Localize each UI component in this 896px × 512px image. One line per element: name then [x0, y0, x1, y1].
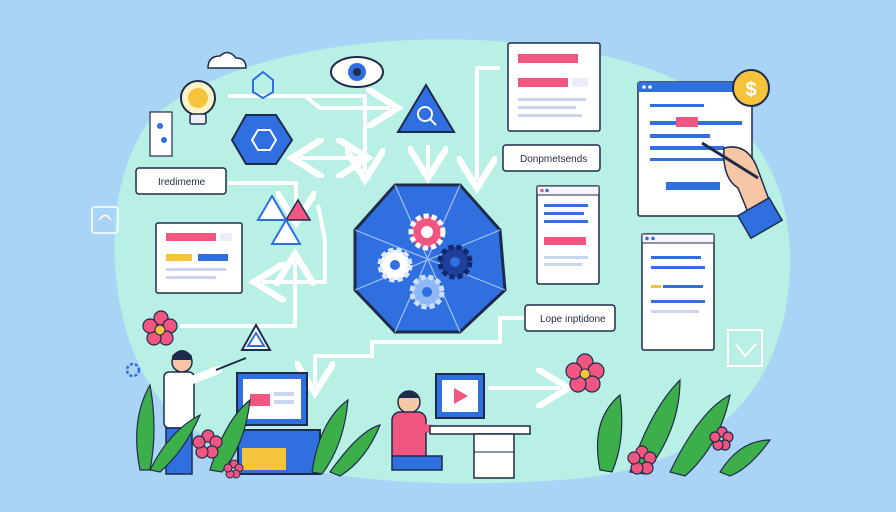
gear-icon	[380, 250, 410, 280]
label-card-top-right: Donpmetsends	[503, 145, 600, 171]
flowchart-mini-icon	[150, 112, 172, 156]
window-card-middle	[537, 186, 599, 284]
recycle-icon	[92, 207, 118, 233]
window-card-right-lower	[642, 234, 714, 350]
gear-icon	[411, 216, 443, 248]
label-card-middle-right-text: Lope inptidone	[540, 314, 606, 325]
small-gear-icon	[127, 364, 139, 376]
label-card-top-right-text: Donpmetsends	[520, 154, 587, 165]
eye-icon	[331, 57, 383, 87]
content-card-top	[508, 43, 600, 131]
content-card-left	[156, 223, 242, 293]
desk-monitor-left	[237, 373, 320, 474]
currency-coin-icon: $	[733, 70, 769, 106]
label-card-left-text: Iredimeme	[158, 177, 206, 188]
label-card-middle-right: Lope inptidone	[525, 305, 615, 331]
label-card-left: Iredimeme	[136, 168, 226, 194]
gear-icon	[440, 247, 470, 277]
cloud-icon	[208, 52, 246, 68]
gear-icon	[412, 277, 442, 307]
currency-symbol: $	[745, 79, 756, 101]
